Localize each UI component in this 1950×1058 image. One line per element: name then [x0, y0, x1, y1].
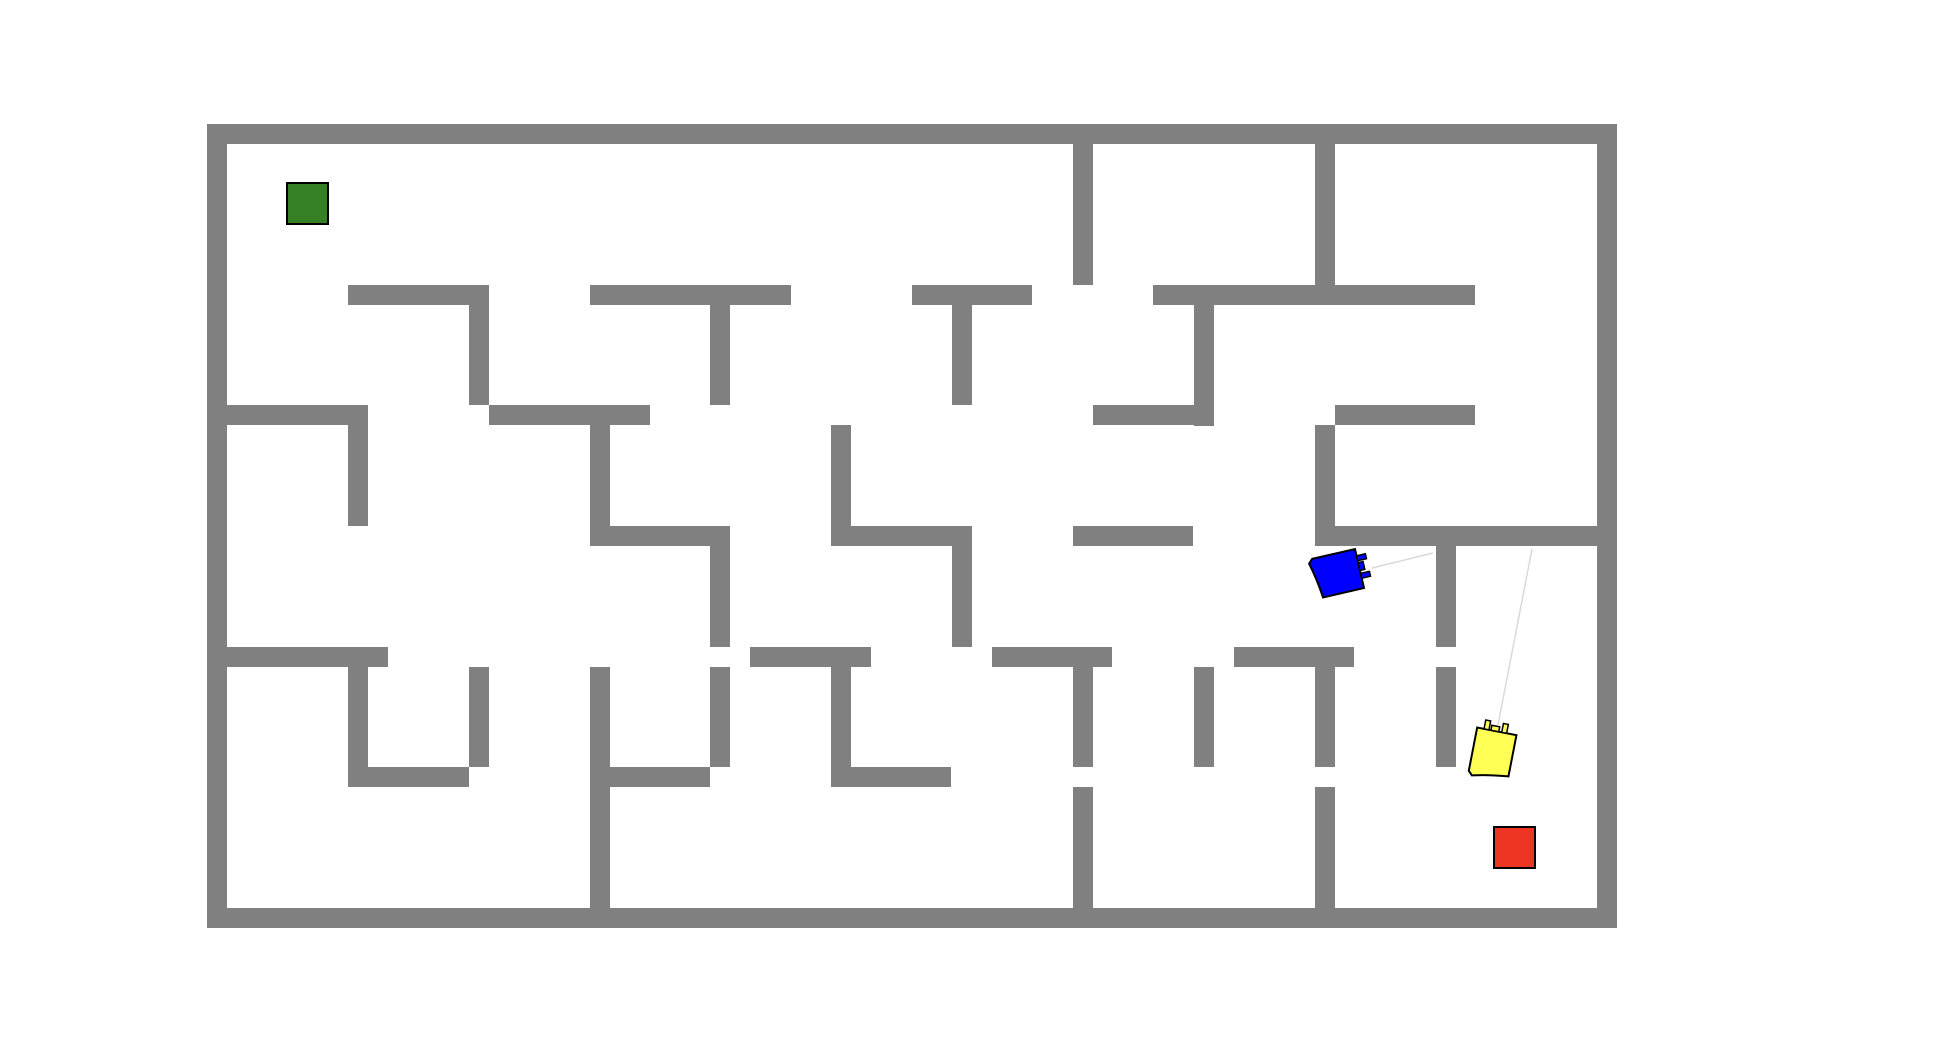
wall [590, 767, 710, 787]
wall [1073, 667, 1093, 767]
blue-tank-turret-bottom [1359, 570, 1372, 580]
wall-outer-bottom [207, 908, 1617, 928]
yellow-tank-body [1467, 726, 1518, 778]
wall [1073, 787, 1093, 908]
wall [1073, 526, 1193, 546]
wall [1315, 667, 1335, 767]
wall [207, 405, 368, 425]
yellow-tank-turret-bottom [1500, 722, 1510, 735]
yellow-tank-sight-line [1497, 548, 1533, 726]
wall [590, 667, 610, 908]
maze-walls [207, 124, 1617, 928]
wall [1093, 405, 1214, 425]
wall [469, 285, 489, 405]
wall [1194, 285, 1214, 426]
blue-tank-body [1307, 547, 1366, 599]
wall [207, 647, 388, 667]
wall [1315, 425, 1335, 546]
wall [1315, 124, 1335, 305]
wall-outer-top [207, 124, 1617, 144]
wall [831, 667, 851, 787]
blue-tank[interactable] [1307, 547, 1373, 599]
wall [348, 767, 469, 787]
wall [348, 405, 368, 526]
green-goal-square [286, 182, 329, 225]
wall [952, 285, 972, 405]
wall [952, 526, 972, 647]
yellow-tank-turret-top [1483, 719, 1492, 731]
wall [710, 667, 730, 767]
blue-tank-sight-line [1371, 552, 1434, 569]
wall [710, 285, 730, 405]
wall [489, 405, 650, 425]
yellow-tank-turret-mid [1490, 724, 1501, 733]
wall [1315, 787, 1335, 908]
wall [590, 526, 730, 546]
red-goal-square [1493, 826, 1536, 869]
wall [348, 667, 368, 787]
wall [590, 285, 791, 305]
wall [831, 425, 851, 546]
wall [1194, 667, 1214, 767]
wall [831, 526, 971, 546]
wall [1315, 526, 1617, 546]
wall [710, 526, 730, 647]
wall [831, 767, 951, 787]
wall [348, 285, 489, 305]
blue-tank-turret-top [1355, 552, 1368, 562]
wall [1436, 667, 1456, 767]
yellow-tank[interactable] [1467, 719, 1518, 783]
wall [1335, 405, 1475, 425]
wall [992, 647, 1112, 667]
wall [1436, 546, 1456, 647]
wall [1153, 285, 1475, 305]
wall-outer-left [207, 124, 227, 928]
wall [750, 647, 871, 667]
wall [1073, 124, 1093, 285]
wall [590, 425, 610, 546]
blue-tank-turret-mid [1357, 560, 1366, 572]
wall [1234, 647, 1354, 667]
wall [469, 667, 489, 767]
